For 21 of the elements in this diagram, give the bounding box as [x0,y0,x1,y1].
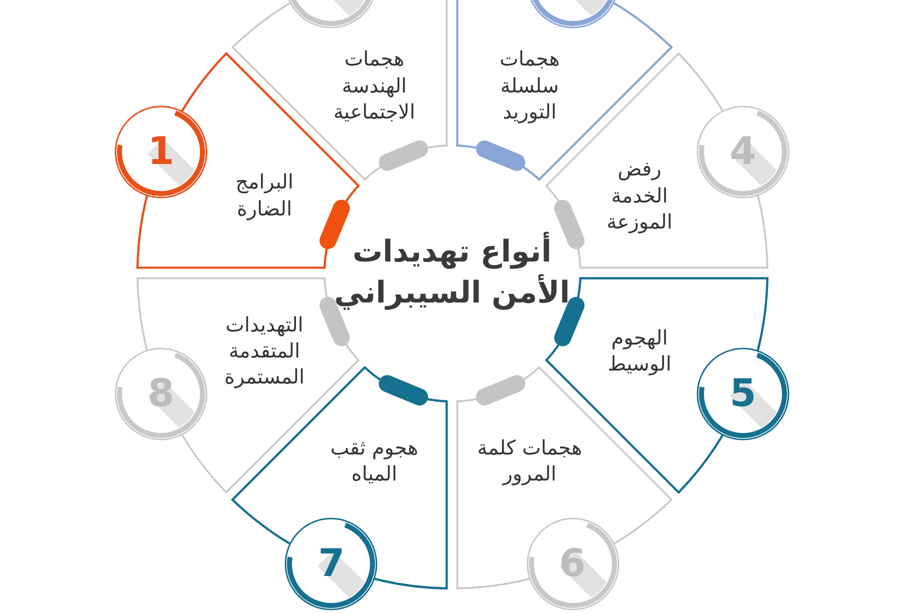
badge-number: 1 [148,132,174,171]
number-badge [696,105,790,200]
segment-label: رفض الخدمة الموزعة [606,156,674,235]
number-badge [526,517,620,612]
number-badge [284,517,378,612]
segment-label: البرامج الضارة [234,168,294,222]
segment-label: هجوم ثقب المياه [329,434,420,487]
title: أنواع تهديدات الأمن السيبراني [332,232,572,314]
badge-number: 4 [730,132,756,171]
segment-label: هجمات الهندسة الاجتماعية [332,46,416,126]
number-badge [114,346,208,441]
number-badge [696,346,790,441]
badge-number: 7 [318,544,345,582]
segment-label: هجمات كلمة المرور [476,434,584,487]
segment-label: هجمات سلسلة التوريد [498,46,561,126]
number-badge [114,105,208,200]
badge-number: 8 [148,374,174,412]
badge-number: 5 [730,374,756,412]
segment-label: التهديدات المتقدمة المستمرة [223,311,306,390]
segment-label: الهجوم الوسيط [606,324,672,378]
badge-number: 6 [559,544,586,582]
